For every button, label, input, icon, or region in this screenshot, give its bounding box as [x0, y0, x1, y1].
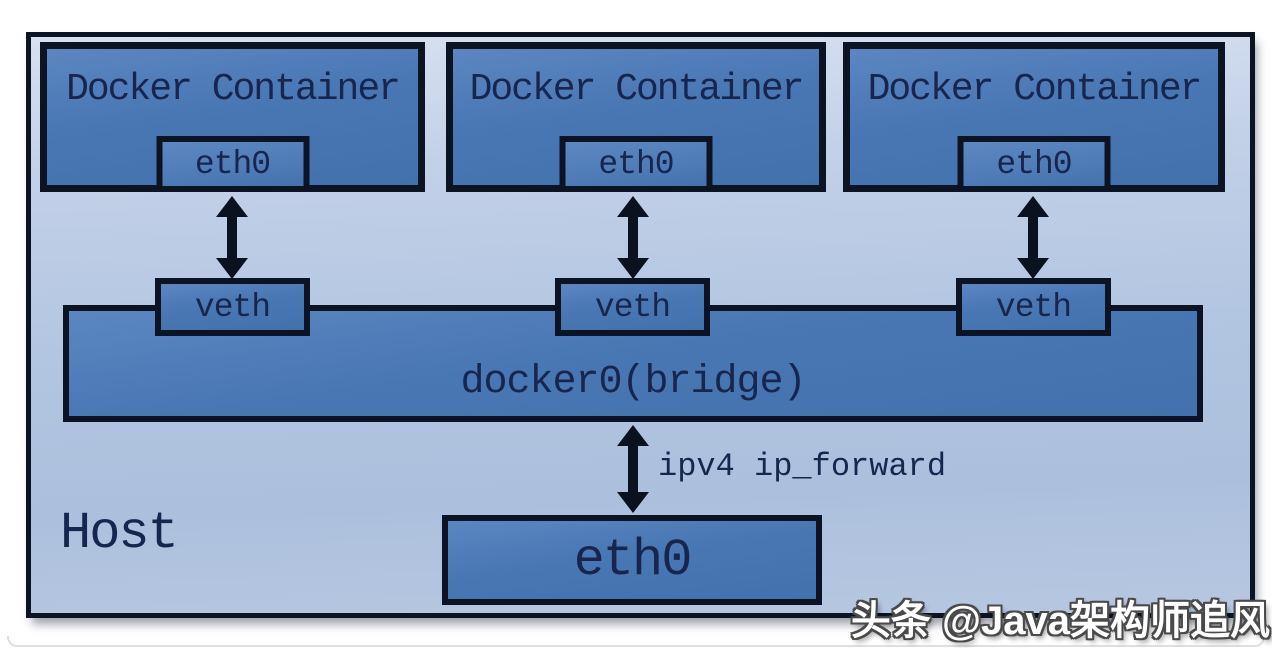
eth0-veth-arrow-1 — [216, 196, 248, 279]
eth0-veth-arrow-3 — [1017, 196, 1049, 279]
docker-container-label-1: Docker Container — [66, 68, 401, 111]
eth0-veth-arrow-2 — [617, 196, 649, 279]
veth-label-2: veth — [594, 288, 671, 326]
container-eth0-label-3: eth0 — [996, 145, 1072, 183]
docker0-bridge-label: docker0(bridge) — [460, 360, 806, 405]
host-eth0-box: eth0 — [442, 515, 822, 605]
veth-box-1: veth — [155, 278, 310, 336]
veth-label-1: veth — [194, 288, 271, 326]
ip-forward-arrow — [617, 425, 649, 513]
veth-label-3: veth — [995, 288, 1072, 326]
host-label: Host — [60, 504, 179, 563]
docker-container-box-3: Docker Container eth0 — [843, 42, 1225, 192]
container-eth0-label-1: eth0 — [194, 145, 271, 183]
container-eth0-box-3: eth0 — [957, 136, 1111, 192]
watermark: 头条 @Java架构师追风 — [850, 599, 1270, 643]
veth-box-3: veth — [956, 278, 1111, 336]
container-eth0-box-2: eth0 — [559, 136, 713, 192]
host-eth0-label: eth0 — [573, 530, 693, 590]
veth-box-2: veth — [555, 278, 710, 336]
docker-container-box-1: Docker Container eth0 — [40, 42, 425, 192]
docker-container-label-2: Docker Container — [469, 68, 805, 111]
ip-forward-label: ipv4 ip_forward — [658, 448, 947, 485]
container-eth0-label-2: eth0 — [598, 145, 674, 183]
docker-container-label-3: Docker Container — [867, 68, 1203, 111]
container-eth0-box-1: eth0 — [156, 136, 309, 192]
docker-container-box-2: Docker Container eth0 — [446, 42, 826, 192]
